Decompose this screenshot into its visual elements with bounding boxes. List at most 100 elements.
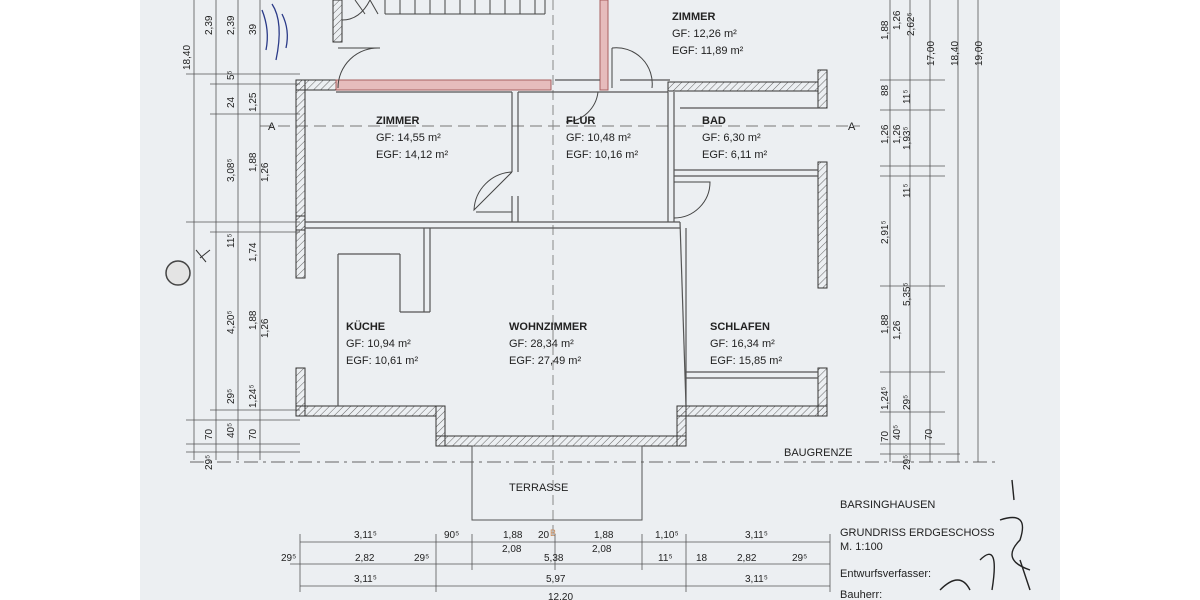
highlighted-walls xyxy=(335,0,609,91)
dim-bottom-r2-4: 11⁵ xyxy=(658,553,673,564)
zimmer-left-egf: EGF: 14,12 m² xyxy=(376,149,448,161)
right-dimension-texts: 1,88 1,26 2,62⁵ 88 11⁵ 1,26 1,26 1,93⁵ 1… xyxy=(880,10,985,470)
kueche-gf: GF: 10,94 m² xyxy=(346,338,411,350)
room-kueche: KÜCHE GF: 10,94 m² EGF: 10,61 m² xyxy=(346,320,418,367)
room-flur: FLUR GF: 10,48 m² EGF: 10,16 m² xyxy=(566,115,638,161)
section-label-b: B xyxy=(550,528,556,538)
dim-right-c2-1: 11⁵ xyxy=(902,89,913,104)
dim-left-outer: 18,40 xyxy=(182,45,193,70)
staircase xyxy=(341,0,546,21)
kueche-name: KÜCHE xyxy=(346,320,385,333)
dim-right-c1-8: 1,26 xyxy=(892,320,903,340)
dim-left-c3-0: 2,39 xyxy=(226,15,237,35)
dim-right-c2-4: 29⁵ xyxy=(902,395,913,410)
dim-right-c1-6: 2,91⁵ xyxy=(880,220,891,244)
wohnzimmer-name: WOHNZIMMER xyxy=(509,321,587,333)
dim-right-outer-0: 17,00 xyxy=(926,41,937,66)
room-zimmer-left: ZIMMER GF: 14,55 m² EGF: 14,12 m² xyxy=(376,115,448,161)
title-place: BARSINGHAUSEN xyxy=(840,499,935,511)
title-owner: Bauherr: xyxy=(840,589,882,600)
schlafen-gf: GF: 16,34 m² xyxy=(710,338,775,350)
dim-right-c2-3: 5,35⁵ xyxy=(902,282,913,306)
dim-bottom-r3-1: 5,97 xyxy=(546,574,566,585)
dim-left-c3-9: 40⁵ xyxy=(226,423,237,438)
room-bad: BAD GF: 6,30 m² EGF: 6,11 m² xyxy=(702,115,768,161)
dim-left-c3-6: 1,88 xyxy=(248,310,259,330)
dim-bottom-r4: 12,20 xyxy=(548,592,573,600)
dim-right-c1-0: 1,88 xyxy=(880,20,891,40)
left-dimension-texts: 18,40 2,39 2,39 39 5⁵ 24 1,25 3,08⁵ 1,88… xyxy=(182,15,271,470)
zimmer-top-gf: GF: 12,26 m² xyxy=(672,28,737,40)
dim-right-outer-1: 18,40 xyxy=(950,41,961,66)
dim-bottom-r1-3: 20 xyxy=(538,530,550,541)
title-block: BARSINGHAUSEN GRUNDRISS ERDGESCHOSS M. 1… xyxy=(840,499,995,600)
dim-left-c2-4: 4,20⁵ xyxy=(226,310,237,334)
dim-bottom-r2-1: 2,82 xyxy=(355,553,375,564)
schlafen-egf: EGF: 15,85 m² xyxy=(710,355,782,367)
dim-bottom-r1b-1: 2,08 xyxy=(592,544,612,555)
interior-walls xyxy=(305,79,818,407)
dim-left-c3-7: 1,26 xyxy=(260,318,271,338)
dim-left-c2-5: 29⁵ xyxy=(226,389,237,404)
title-author: Entwurfsverfasser: xyxy=(840,568,931,580)
bad-egf: EGF: 6,11 m² xyxy=(702,149,768,161)
flur-name: FLUR xyxy=(566,115,595,127)
bad-name: BAD xyxy=(702,115,726,127)
dim-bottom-r2-5: 18 xyxy=(696,553,708,564)
dim-right-c1-1: 1,26 xyxy=(892,10,903,30)
section-label-a-right: A xyxy=(848,121,856,133)
dim-bottom-r3-2: 3,11⁵ xyxy=(745,574,768,585)
zimmer-top-egf: EGF: 11,89 m² xyxy=(672,45,744,57)
dim-left-c2-0: 2,39 xyxy=(204,15,215,35)
terrace-outline xyxy=(471,445,643,521)
dim-right-c1-3: 1,26 xyxy=(880,124,891,144)
dim-bottom-r2-6: 2,82 xyxy=(737,553,757,564)
dim-bottom-r1b-0: 2,08 xyxy=(502,544,522,555)
dim-bottom-r2-0: 29⁵ xyxy=(281,553,296,564)
left-dimension-lines xyxy=(186,0,300,460)
dim-right-c1-11: 29⁵ xyxy=(902,455,913,470)
dim-bottom-r2-3: 5,38 xyxy=(544,553,564,564)
dim-right-c1-9: 1,24⁵ xyxy=(880,386,891,410)
flur-gf: GF: 10,48 m² xyxy=(566,132,631,144)
dim-left-c3-1: 5⁵ xyxy=(226,70,237,80)
dim-bottom-r1-6: 3,11⁵ xyxy=(745,530,768,541)
room-schlafen: SCHLAFEN GF: 16,34 m² EGF: 15,85 m² xyxy=(710,321,782,367)
dim-bottom-r1-5: 1,10⁵ xyxy=(655,530,679,541)
dim-right-c2-2: 1,93⁵ xyxy=(902,126,913,150)
kueche-egf: EGF: 10,61 m² xyxy=(346,355,418,367)
dim-left-c2-2: 3,08⁵ xyxy=(226,158,237,182)
wohnzimmer-egf: EGF: 27,49 m² xyxy=(509,355,581,367)
dim-left-c2-6: 70 xyxy=(204,428,215,440)
schlafen-name: SCHLAFEN xyxy=(710,321,770,333)
punch-hole xyxy=(165,260,191,286)
dim-left-c3-3: 1,88 xyxy=(248,152,259,172)
dim-left-c2-3: 11⁵ xyxy=(226,233,237,248)
bottom-dimension-lines xyxy=(290,534,831,592)
dim-bottom-r1-4: 1,88 xyxy=(594,530,614,541)
bottom-dimension-texts: 3,11⁵ 90⁵ 1,88 20 1,88 1,10⁵ 3,11⁵ 2,08 … xyxy=(281,530,807,600)
dim-right-c1-10: 70 xyxy=(880,430,891,442)
dim-right-c3-1: 70 xyxy=(924,428,935,440)
dim-right-c1-2: 88 xyxy=(880,84,891,96)
doors xyxy=(337,47,711,219)
handwritten-note xyxy=(261,3,288,61)
dim-right-c1-4: 1,26 xyxy=(892,124,903,144)
dim-right-c3-0: 2,62⁵ xyxy=(906,12,917,36)
dim-bottom-r2-7: 29⁵ xyxy=(792,553,807,564)
dim-bottom-r1-0: 3,11⁵ xyxy=(354,530,377,541)
wohnzimmer-gf: GF: 28,34 m² xyxy=(509,338,574,350)
baugrenze-label: BAUGRENZE xyxy=(784,447,852,459)
dim-right-c2-5: 40⁵ xyxy=(892,425,903,440)
dim-left-c3-4: 1,26 xyxy=(260,162,271,182)
paper-sheet xyxy=(140,0,1060,600)
section-label-a-left: A xyxy=(268,121,276,133)
terrasse-label: TERRASSE xyxy=(509,482,568,494)
flur-egf: EGF: 10,16 m² xyxy=(566,149,638,161)
right-dimension-lines xyxy=(880,0,979,462)
dim-bottom-r3-0: 3,11⁵ xyxy=(354,574,377,585)
walls xyxy=(295,0,828,447)
dim-bottom-r1-2: 1,88 xyxy=(503,530,523,541)
dim-left-c3-5: 1,74 xyxy=(248,242,259,262)
